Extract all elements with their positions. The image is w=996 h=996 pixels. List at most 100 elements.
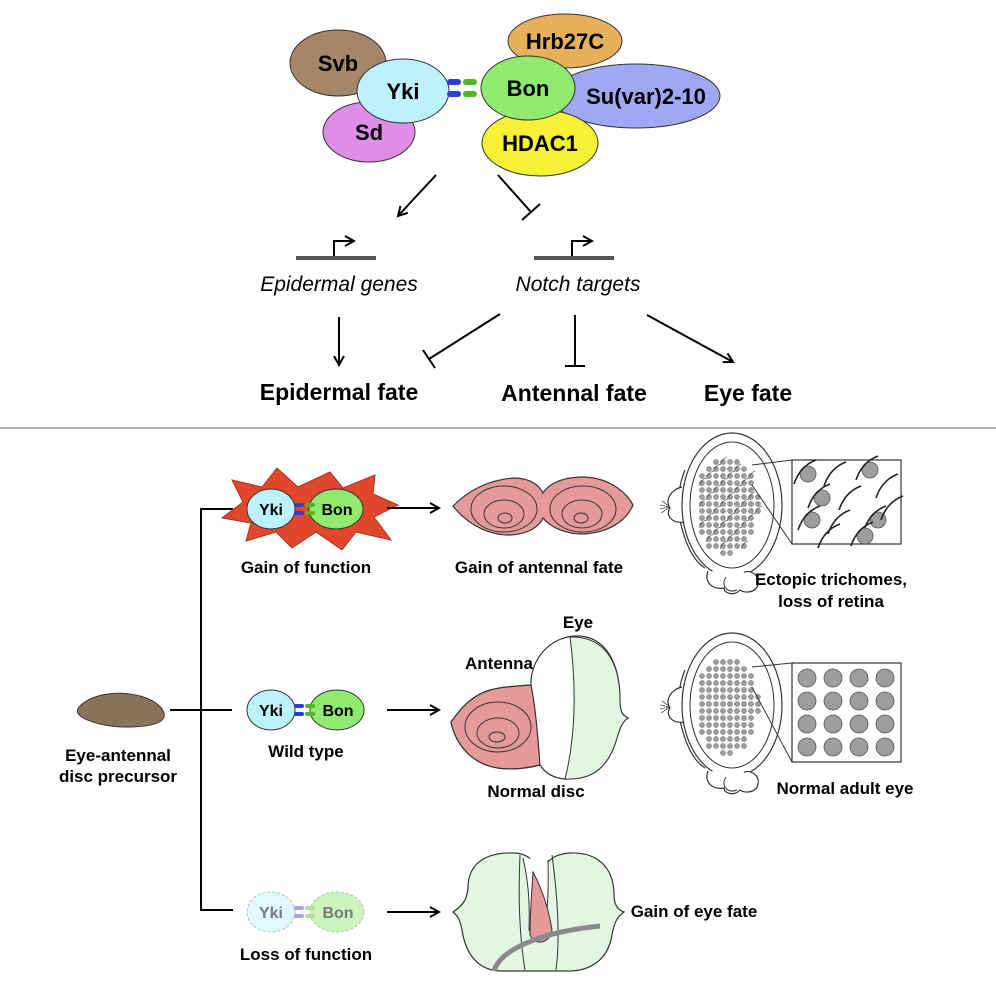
ommatidium (713, 736, 719, 742)
ommatidium (741, 466, 747, 472)
ommatidium (706, 666, 712, 672)
ommatidium (720, 466, 726, 472)
ommatidium (699, 729, 705, 735)
ommatidium (706, 673, 712, 679)
ommatidium (748, 501, 754, 507)
ommatidium (734, 722, 740, 728)
wt-antenna-label: Antenna (465, 654, 534, 673)
ommatidium (741, 680, 747, 686)
zoom-ommatidium (875, 691, 895, 711)
ommatidium (727, 480, 733, 486)
ommatidium (748, 729, 754, 735)
zoom-ommatidium (856, 527, 874, 545)
ommatidium (748, 722, 754, 728)
eye-fate-label: Eye fate (704, 380, 792, 406)
zoom-trichome (817, 523, 841, 549)
sd-label: Sd (355, 120, 383, 145)
loss-bon-label: Bon (322, 905, 353, 922)
zoom-ommatidium (875, 668, 895, 688)
gain-zoom-line-bottom (751, 484, 793, 545)
ommatidium (748, 529, 754, 535)
zoom-trichome (823, 461, 847, 487)
precursor-label-line1: Eye-antennal (65, 746, 171, 765)
ommatidium (713, 515, 719, 521)
ommatidium (727, 694, 733, 700)
ommatidium (720, 708, 726, 714)
ommatidium (720, 680, 726, 686)
wt-yki-label: Yki (259, 703, 283, 720)
wt-normal-disc (450, 635, 630, 780)
ommatidium (741, 536, 747, 542)
precursor-label-line2: disc precursor (59, 767, 177, 786)
zoom-ommatidium (813, 489, 831, 507)
ommatidium (699, 722, 705, 728)
zoom-trichome (838, 485, 862, 511)
ommatidium (706, 687, 712, 693)
trichome (705, 512, 714, 522)
zoom-trichome (863, 505, 887, 531)
gain-yki-label: Yki (259, 502, 283, 519)
ommatidium (741, 508, 747, 514)
ommatidium (748, 708, 754, 714)
ommatidium (699, 687, 705, 693)
ommatidium (734, 666, 740, 672)
ommatidium (720, 750, 726, 756)
ommatidium (734, 473, 740, 479)
ommatidium (720, 508, 726, 514)
ommatidium (706, 680, 712, 686)
ommatidium (699, 508, 705, 514)
ommatidium (727, 550, 733, 556)
trichome (754, 505, 763, 515)
zoom-trichome (793, 459, 817, 485)
ommatidium (741, 673, 747, 679)
ommatidium (734, 736, 740, 742)
trichome (719, 519, 728, 529)
ommatidium (720, 736, 726, 742)
notch-targets-label: Notch targets (516, 273, 641, 296)
ommatidium (713, 673, 719, 679)
ommatidium (727, 501, 733, 507)
notch-gene-symbol (534, 241, 614, 260)
repress-epidermal-fate (422, 313, 501, 369)
ommatidium (741, 715, 747, 721)
antennal-fate-label: Antennal fate (501, 380, 647, 406)
ommatidium (699, 694, 705, 700)
ommatidium (741, 473, 747, 479)
ommatidium (720, 487, 726, 493)
ommatidium (734, 694, 740, 700)
ommatidium (699, 494, 705, 500)
branch-connector (170, 508, 233, 911)
ommatidium (720, 473, 726, 479)
ommatidium (741, 743, 747, 749)
wt-link (294, 704, 315, 716)
repress-antennal-fate (565, 315, 585, 367)
ommatidium (713, 536, 719, 542)
gain-ommatidia-dots (698, 456, 763, 556)
zoom-ommatidium (797, 714, 817, 734)
ommatidium (713, 708, 719, 714)
ommatidium (727, 673, 733, 679)
bon-label: Bon (507, 76, 550, 101)
ommatidium (727, 680, 733, 686)
ommatidium (741, 687, 747, 693)
ommatidium (706, 487, 712, 493)
ommatidium (748, 715, 754, 721)
trichome (719, 477, 728, 487)
zoom-ommatidium (797, 737, 817, 757)
zoom-ommatidium (823, 737, 843, 757)
gain-bon-label: Bon (321, 502, 352, 519)
zoom-ommatidium (799, 465, 817, 483)
ommatidium (706, 708, 712, 714)
ommatidium (727, 459, 733, 465)
ommatidium (713, 715, 719, 721)
trichome (733, 484, 742, 494)
suvar-label: Su(var)2-10 (586, 84, 706, 109)
trichome (705, 533, 714, 543)
repress-notch-arrow (497, 174, 541, 221)
bon-protein (480, 55, 576, 121)
ommatidium (713, 659, 719, 665)
ommatidium (699, 529, 705, 535)
gain-link (294, 503, 315, 515)
ommatidium (706, 480, 712, 486)
